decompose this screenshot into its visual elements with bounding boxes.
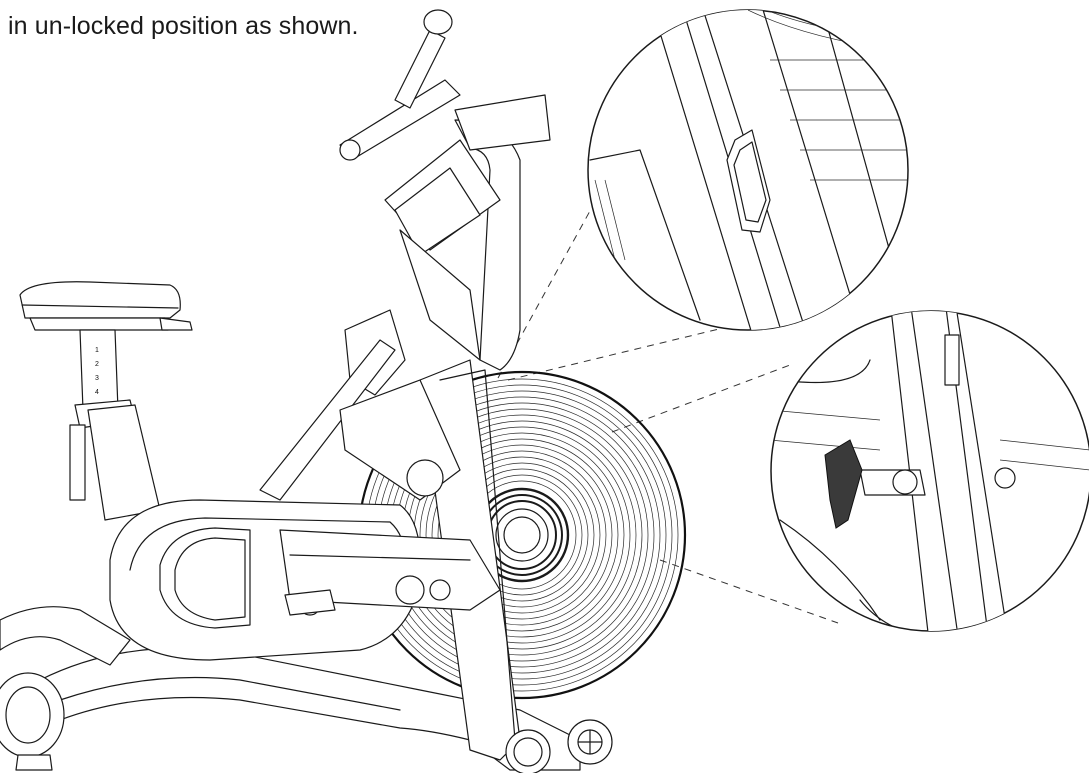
chain-guard bbox=[109, 499, 501, 661]
scale-mark-3: 3 bbox=[95, 375, 99, 382]
seat-assembly bbox=[19, 281, 193, 521]
instruction-caption: in un-locked position as shown. bbox=[8, 12, 359, 40]
seat-height-scale: 1 2 3 4 bbox=[95, 347, 99, 396]
frame-base bbox=[0, 606, 613, 771]
scale-mark-2: 2 bbox=[95, 361, 99, 368]
leader-lines bbox=[497, 199, 839, 624]
detail-circle-lock-slot bbox=[587, 9, 909, 331]
detail-circle-pop-pin bbox=[770, 310, 1089, 632]
console-mount bbox=[259, 139, 501, 501]
scale-mark-1: 1 bbox=[95, 347, 99, 354]
scale-mark-4: 4 bbox=[95, 389, 99, 396]
